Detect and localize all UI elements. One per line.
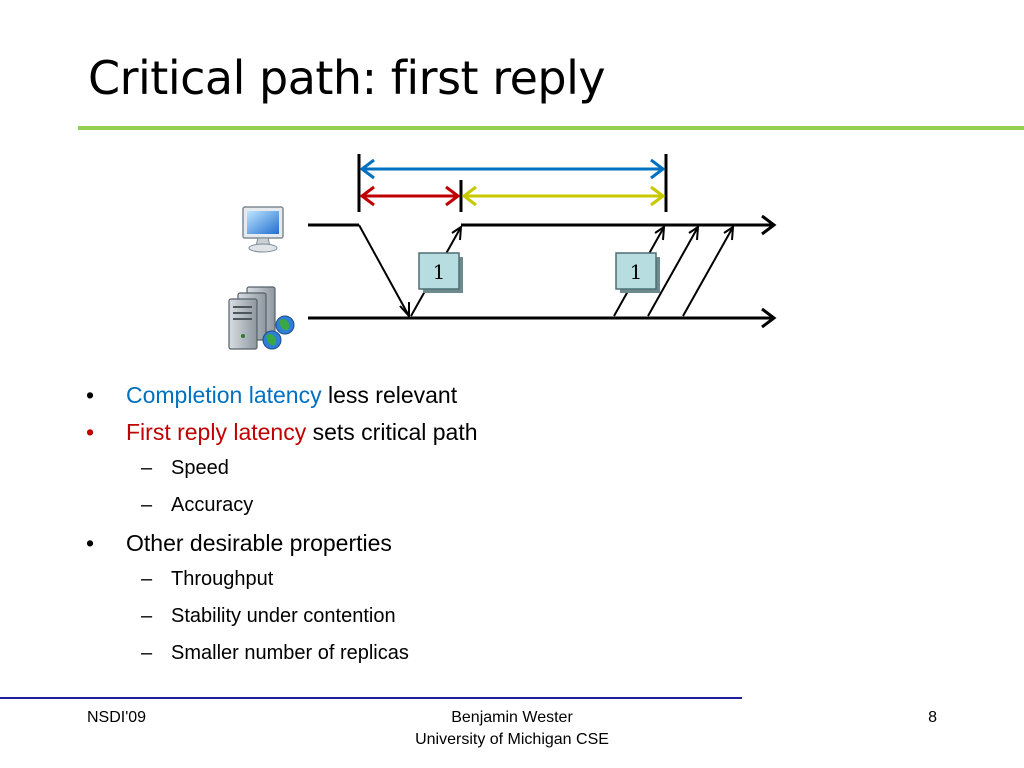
timeline-diagram: 1 1	[228, 154, 777, 350]
client-computer-icon	[242, 206, 284, 253]
sub-bullet-text: Speed	[171, 457, 229, 479]
replica-reply-arrow-3	[682, 225, 735, 317]
sub-bullet-marker: –	[141, 642, 153, 664]
request-message-arrow	[358, 224, 410, 319]
replica-reply-arrow-2	[647, 225, 700, 317]
footer-author: Benjamin Wester University of Michigan C…	[362, 707, 662, 751]
sub-bullet-marker: –	[141, 457, 153, 479]
sub-bullet-item: – Speed	[86, 456, 686, 480]
footer-conference: NSDI'09	[87, 709, 147, 726]
bullet-text: sets critical path	[306, 419, 478, 445]
footer-author-name: Benjamin Wester	[451, 709, 573, 726]
sub-bullet-text: Throughput	[171, 568, 274, 590]
reply-box-first-label: 1	[433, 260, 446, 284]
remaining-time-arrow	[461, 185, 666, 207]
bullet-text: Other desirable properties	[126, 530, 392, 556]
sub-bullet-marker: –	[141, 605, 153, 627]
client-timeline	[308, 214, 777, 236]
bullet-item: • Completion latency less relevant	[86, 382, 686, 408]
sub-bullet-item: – Accuracy	[86, 493, 686, 517]
page-number: 8	[928, 709, 937, 726]
sub-bullet-text: Accuracy	[171, 494, 254, 516]
server-cluster-icon	[228, 286, 295, 350]
first-reply-latency-arrow	[359, 185, 461, 207]
sub-bullet-text: Stability under contention	[171, 605, 396, 627]
sub-bullet-marker: –	[141, 568, 153, 590]
footer-affiliation: University of Michigan CSE	[415, 731, 609, 748]
bullet-marker: •	[86, 382, 95, 408]
reply-box-second-label: 1	[630, 260, 643, 284]
sub-bullet-text: Smaller number of replicas	[171, 642, 409, 664]
reply-box-first: 1	[418, 252, 463, 293]
footer-divider	[0, 697, 742, 699]
bullet-text: less relevant	[321, 382, 458, 408]
server-timeline	[308, 307, 777, 329]
bullet-list: • Completion latency less relevant • Fir…	[86, 382, 686, 678]
sub-bullet-marker: –	[141, 494, 153, 516]
bullet-item: • First reply latency sets critical path	[86, 419, 686, 445]
title-divider	[78, 126, 1024, 130]
completion-latency-arrow	[359, 158, 666, 180]
bullet-marker: •	[86, 530, 95, 556]
bullet-item: • Other desirable properties	[86, 530, 686, 556]
slide-title: Critical path: first reply	[88, 51, 606, 105]
bullet-marker: •	[86, 419, 95, 445]
bullet-accent-text: First reply latency	[126, 419, 307, 445]
sub-bullet-item: – Throughput	[86, 567, 686, 591]
sub-bullet-item: – Stability under contention	[86, 604, 686, 628]
sub-bullet-item: – Smaller number of replicas	[86, 641, 686, 665]
reply-box-second: 1	[615, 252, 660, 293]
bullet-accent-text: Completion latency	[126, 382, 322, 408]
